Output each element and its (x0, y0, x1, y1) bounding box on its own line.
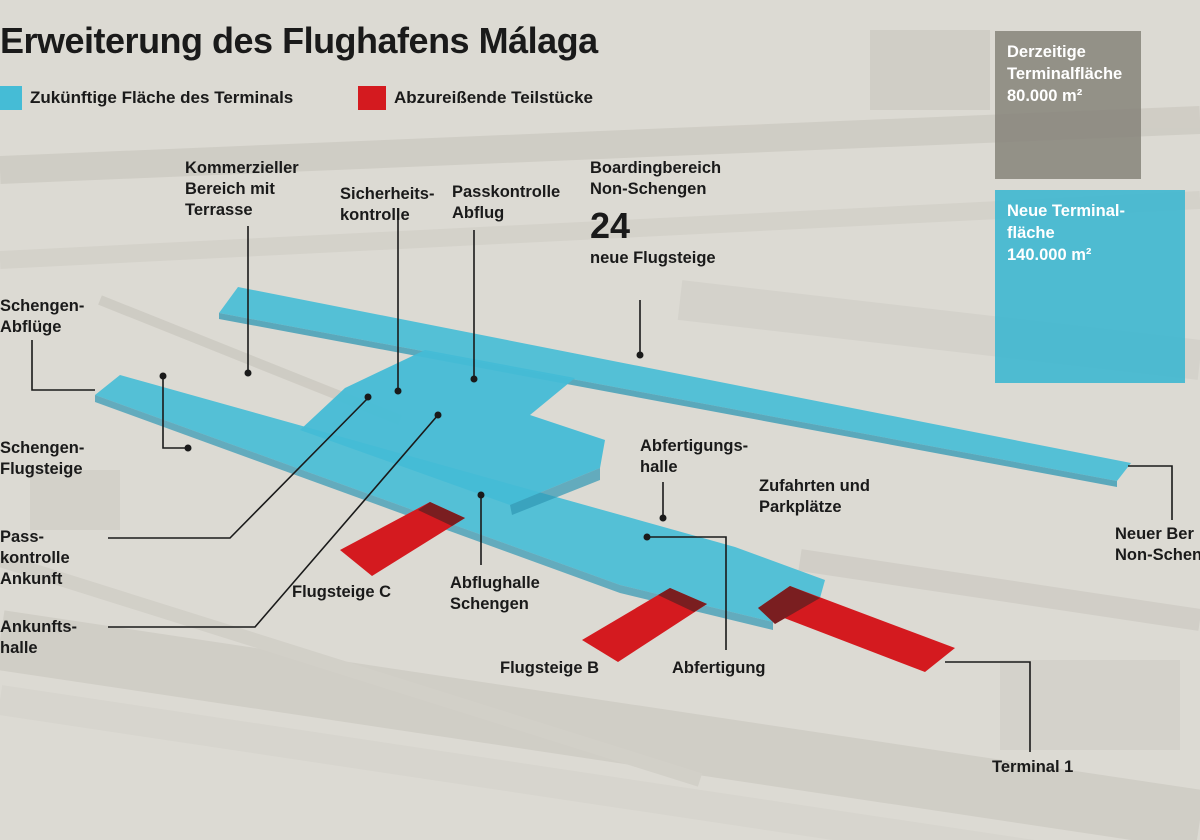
legend-demolish: Abzureißende Teilstücke (358, 86, 593, 110)
new-area-line2: fläche (1007, 222, 1173, 244)
label-flugsteige-c: Flugsteige C (292, 582, 391, 603)
current-area-line2: Terminalfläche (1007, 63, 1129, 85)
label-abfertigung: Abfertigung (672, 658, 765, 679)
new-area-box: Neue Terminal- fläche 140.000 m² (995, 190, 1185, 383)
new-area-line1: Neue Terminal- (1007, 200, 1173, 222)
legend-swatch-terminal (0, 86, 22, 110)
label-terminal1: Terminal 1 (992, 757, 1073, 778)
label-flugsteige-b: Flugsteige B (500, 658, 599, 679)
label-schengen-flugsteige: Schengen-Flugsteige (0, 438, 84, 480)
label-boarding-count: 24 (590, 206, 630, 246)
legend-terminal: Zukünftige Fläche des Terminals (0, 86, 293, 110)
label-abfertigungshalle: Abfertigungs-halle (640, 436, 748, 478)
label-neue-flugsteige: neue Flugsteige (590, 248, 716, 269)
legend-label-demolish: Abzureißende Teilstücke (394, 88, 593, 108)
new-area-value: 140.000 m² (1007, 244, 1173, 266)
current-area-box: Derzeitige Terminalfläche 80.000 m² (995, 31, 1141, 179)
future-terminal-area (95, 287, 1131, 630)
current-area-value: 80.000 m² (1007, 85, 1129, 107)
label-ankunftshalle: Ankunfts-halle (0, 617, 77, 659)
current-area-line1: Derzeitige (1007, 41, 1129, 63)
label-schengen-abfluege: Schengen-Abflüge (0, 296, 84, 338)
diagram-title: Erweiterung des Flughafens Málaga (0, 20, 598, 62)
label-sicherheitskontrolle: Sicherheits-kontrolle (340, 184, 434, 226)
legend-swatch-demolish (358, 86, 386, 110)
legend-label-terminal: Zukünftige Fläche des Terminals (30, 88, 293, 108)
